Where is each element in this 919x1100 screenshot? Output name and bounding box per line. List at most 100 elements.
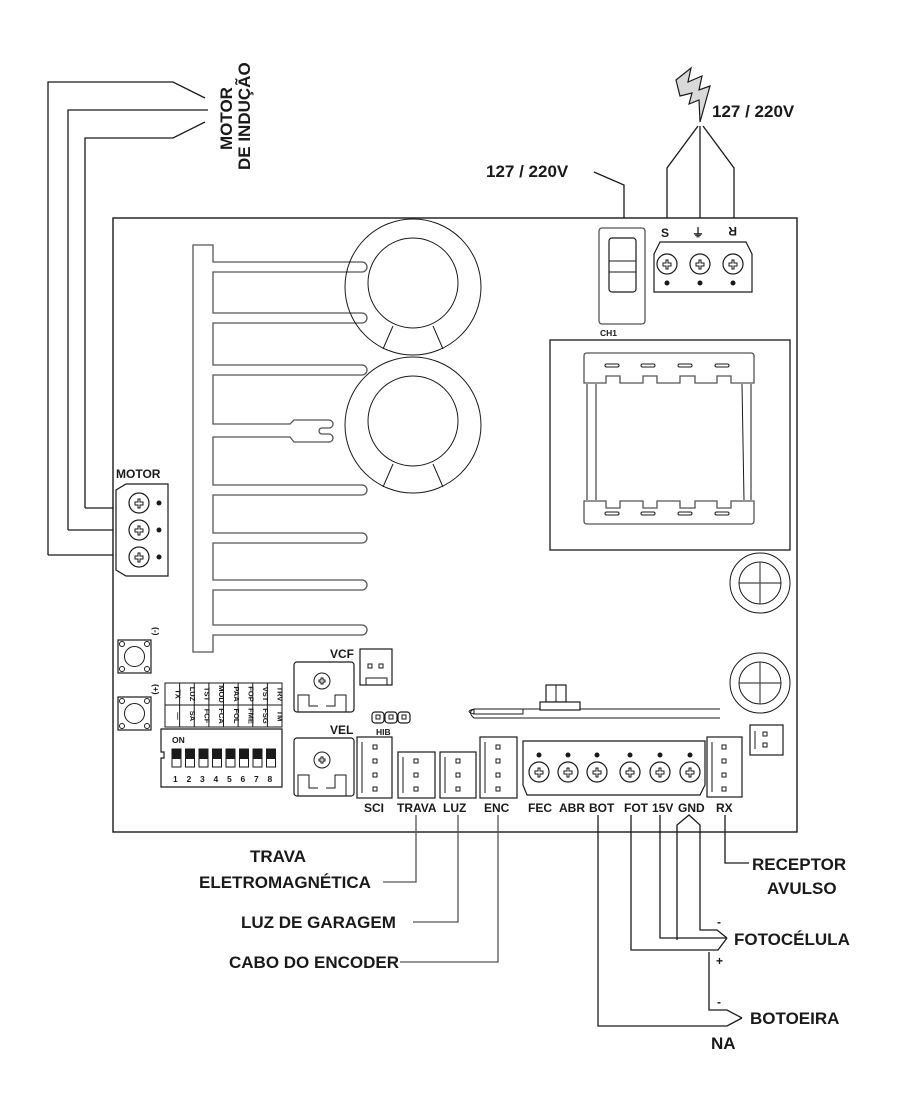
relay-component: [539, 684, 581, 711]
dip-top-label: MOD: [217, 685, 226, 703]
dip-bottom-label: TM: [276, 711, 285, 722]
power-voltage-label: 127 / 220V: [712, 102, 795, 121]
abr-label: ABR: [559, 801, 585, 815]
screw-icon: [128, 546, 150, 568]
terminal-label-ground: ⏚: [692, 226, 704, 240]
gnd-label: GND: [678, 801, 705, 815]
bot-label: BOT: [589, 801, 615, 815]
luz-garagem-label: LUZ DE GARAGEM: [241, 913, 396, 932]
plus-button[interactable]: [117, 696, 152, 731]
dip-bottom-label: —: [173, 712, 182, 720]
lightning-bolt-icon: [675, 66, 711, 123]
dip-number: 4: [214, 774, 219, 784]
screw-icon: [656, 253, 678, 275]
voltage-selector-switch[interactable]: [598, 227, 646, 325]
dip-number: 8: [268, 774, 273, 784]
hib-jumper[interactable]: [371, 711, 411, 724]
minus-button-label: (-): [151, 627, 161, 636]
dip-bottom-label: SA: [188, 711, 197, 722]
dip-on-label: ON: [172, 735, 185, 745]
fot-label: FOT: [624, 801, 649, 815]
ch1-label: CH1: [600, 328, 617, 338]
sci-label: SCI: [364, 801, 384, 815]
dip-bottom-label: FSG: [261, 708, 270, 724]
screw-icon: [557, 752, 579, 783]
dip-number: 6: [241, 774, 246, 784]
dip-number: 5: [227, 774, 232, 784]
trava-label: TRAVA: [397, 801, 437, 815]
dip-switch-2[interactable]: 2: [185, 748, 195, 784]
mounting-hole-icon: [729, 552, 791, 614]
dip-function-labels: TX—LUZSATSTFCFMODFCAPAAFOLFOPFMEVSTFSGTR…: [164, 682, 285, 728]
dip-number: 3: [200, 774, 205, 784]
side-connector: [749, 724, 784, 756]
minus-button[interactable]: [117, 639, 152, 674]
trava-title: TRAVA: [250, 847, 306, 866]
terminal-label-s: S: [661, 226, 669, 240]
dip-switch-8[interactable]: 8: [266, 748, 276, 784]
luz-connector: [439, 751, 477, 799]
sci-connector: [356, 736, 393, 799]
encoder-cable-label: CABO DO ENCODER: [229, 953, 399, 972]
vcf-connector: [359, 648, 393, 686]
svg-text:DE INDUÇÃO: DE INDUÇÃO: [234, 62, 254, 170]
dip-top-label: TX: [173, 689, 182, 699]
toroid-coil-top: [344, 218, 482, 356]
dip-switch-4[interactable]: 4: [212, 748, 222, 784]
dip-number: 2: [187, 774, 192, 784]
fotocelula-minus: -: [717, 915, 721, 929]
selector-voltage-label: 127 / 220V: [486, 162, 569, 181]
screw-icon: [649, 752, 671, 783]
fotocelula-plus: +: [716, 954, 723, 968]
receptor-subtitle: AVULSO: [767, 879, 837, 898]
screw-icon: [679, 752, 701, 783]
vel-trimmer[interactable]: [293, 737, 355, 797]
dip-number: 7: [254, 774, 259, 784]
botoeira-minus: -: [717, 995, 721, 1009]
dip-switch-6[interactable]: 6: [239, 748, 249, 784]
power-terminal-block: [653, 241, 753, 293]
motor-induction-label: MOTOR DE INDUÇÃO: [217, 62, 254, 170]
dip-top-label: VST: [261, 687, 270, 702]
vel-label: VEL: [330, 723, 353, 737]
dip-bottom-label: FCA: [217, 708, 226, 724]
dip-bottom-label: FME: [246, 708, 255, 724]
dip-switch-3[interactable]: 3: [198, 748, 209, 784]
vcf-label: VCF: [330, 647, 354, 661]
mounting-hole-icon: [729, 652, 791, 714]
15v-wire: [659, 815, 727, 939]
botoeira-na: NA: [711, 1034, 736, 1053]
vcf-trimmer[interactable]: [293, 661, 355, 713]
dip-top-label: TRV: [276, 687, 285, 702]
dip-top-label: PAA: [232, 686, 241, 702]
dip-switch-5[interactable]: 5: [225, 748, 236, 784]
enc-connector: [479, 736, 518, 799]
receptor-title: RECEPTOR: [752, 855, 846, 874]
heatsink: [192, 244, 368, 653]
dip-switch-7[interactable]: 7: [252, 748, 263, 784]
encoder-wire: [400, 815, 499, 963]
screw-icon: [586, 752, 608, 783]
botoeira-na-wire: [597, 815, 743, 1027]
dip-number: 1: [173, 774, 178, 784]
dip-top-label: FOP: [246, 686, 255, 701]
motor-wires: [47, 81, 208, 556]
fotocelula-label: FOTOCÉLULA: [734, 930, 850, 949]
board-strip: [470, 708, 720, 719]
luz-wire: [413, 815, 459, 923]
dip-top-label: LUZ: [188, 687, 197, 702]
dip-switch-1[interactable]: 1: [171, 748, 182, 784]
transformer: [549, 339, 791, 551]
screw-icon: [689, 253, 711, 275]
svg-text:MOTOR: MOTOR: [217, 87, 236, 150]
motor-terminal-block: [115, 483, 169, 577]
screw-icon: [619, 752, 641, 783]
receptor-wire: [724, 815, 749, 864]
terminal-label-r: R: [728, 224, 737, 238]
15v-label: 15V: [652, 801, 673, 815]
trava-subtitle: ELETROMAGNÉTICA: [199, 873, 371, 892]
screw-icon: [128, 519, 150, 541]
enc-label: ENC: [484, 801, 510, 815]
